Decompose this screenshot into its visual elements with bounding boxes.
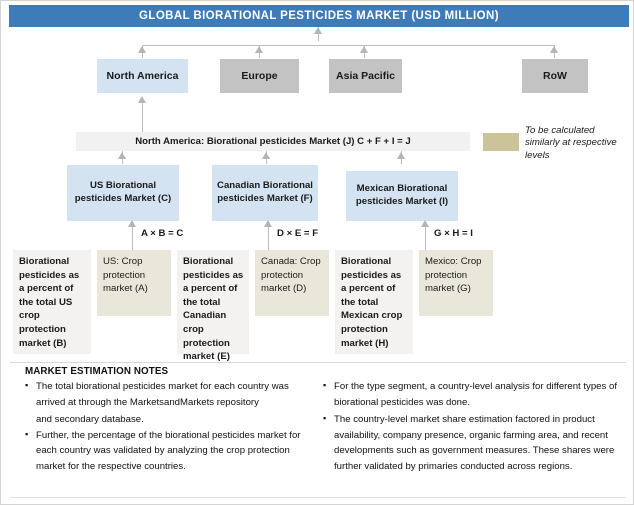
- connector-stem-leaf-us: [132, 223, 133, 250]
- country-box-canada[interactable]: Canadian Biorational pesticides Market (…: [212, 165, 318, 221]
- arrow-europe: [255, 46, 263, 53]
- north-america-aggregate-bar[interactable]: North America: Biorational pesticides Ma…: [76, 132, 470, 151]
- leaf-label-us-crop: US: Crop protection market (A): [103, 256, 148, 295]
- legend-swatch: [483, 133, 519, 151]
- leaf-label-mexico-crop: Mexico: Crop protection market (G): [425, 256, 482, 295]
- notes-title: MARKET ESTIMATION NOTES: [25, 366, 169, 377]
- north-america-aggregate-label: North America: Biorational pesticides Ma…: [135, 136, 411, 147]
- connector-na-to-aggregate: [142, 102, 143, 132]
- connector-header-stem: [318, 27, 319, 41]
- notes-column-left: The total biorational pesticides market …: [25, 378, 307, 476]
- formula-us: A × B = C: [141, 228, 184, 239]
- region-box-europe[interactable]: Europe: [220, 59, 299, 93]
- arrow-to-header: [314, 27, 322, 34]
- region-box-asia-pacific[interactable]: Asia Pacific: [329, 59, 402, 93]
- note-item: For the type segment, a country-level an…: [323, 378, 623, 410]
- country-label-canada: Canadian Biorational pesticides Market (…: [217, 180, 313, 204]
- arrow-canada-to-aggregate: [262, 152, 270, 159]
- leaf-label-canada-percent: Biorational pesticides as a percent of t…: [183, 256, 244, 363]
- arrow-leaf-mexico: [421, 220, 429, 227]
- diagram-title-bar: GLOBAL BIORATIONAL PESTICIDES MARKET (US…: [9, 5, 629, 27]
- country-box-mexico[interactable]: Mexican Biorational pesticides Market (I…: [346, 171, 458, 221]
- arrow-north-america: [138, 46, 146, 53]
- leaf-label-canada-crop: Canada: Crop protection market (D): [261, 256, 321, 295]
- formula-mexico: G × H = I: [434, 228, 473, 239]
- leaf-box-us-percent[interactable]: Biorational pesticides as a percent of t…: [13, 250, 91, 354]
- notes-divider: [10, 362, 626, 363]
- note-item: Further, the percentage of the bioration…: [25, 427, 307, 475]
- leaf-box-us-crop[interactable]: US: Crop protection market (A): [97, 250, 171, 316]
- arrow-leaf-us: [128, 220, 136, 227]
- connector-bus-top: [142, 45, 554, 46]
- arrow-row: [550, 46, 558, 53]
- notes-column-right: For the type segment, a country-level an…: [323, 378, 623, 476]
- leaf-box-mexico-percent[interactable]: Biorational pesticides as a percent of t…: [335, 250, 413, 354]
- connector-stem-leaf-mexico: [425, 223, 426, 250]
- arrow-asia-pacific: [360, 46, 368, 53]
- arrow-mexico-to-aggregate: [397, 152, 405, 159]
- connector-stem-leaf-canada: [268, 223, 269, 250]
- note-item: The country-level market share estimatio…: [323, 411, 623, 474]
- arrow-leaf-canada: [264, 220, 272, 227]
- region-label-europe: Europe: [241, 70, 278, 82]
- region-box-row[interactable]: RoW: [522, 59, 588, 93]
- region-label-row: RoW: [543, 70, 567, 82]
- note-item: The total biorational pesticides market …: [25, 378, 307, 410]
- legend-text: To be calculated similarly at respective…: [525, 125, 617, 161]
- note-continuation: and secondary database.: [36, 414, 144, 426]
- region-box-north-america[interactable]: North America: [97, 59, 188, 93]
- leaf-box-canada-percent[interactable]: Biorational pesticides as a percent of t…: [177, 250, 249, 362]
- country-box-us[interactable]: US Biorational pesticides Market (C): [67, 165, 179, 221]
- region-label-asia-pacific: Asia Pacific: [336, 70, 395, 82]
- arrow-us-to-aggregate: [118, 152, 126, 159]
- notes-bottom-rule: [10, 497, 626, 498]
- country-label-us: US Biorational pesticides Market (C): [74, 180, 172, 204]
- leaf-box-mexico-crop[interactable]: Mexico: Crop protection market (G): [419, 250, 493, 316]
- leaf-label-us-percent: Biorational pesticides as a percent of t…: [19, 256, 80, 349]
- leaf-label-mexico-percent: Biorational pesticides as a percent of t…: [341, 256, 403, 349]
- leaf-box-canada-crop[interactable]: Canada: Crop protection market (D): [255, 250, 329, 316]
- country-label-mexico: Mexican Biorational pesticides Market (I…: [355, 183, 449, 207]
- formula-canada: D × E = F: [277, 228, 319, 239]
- arrow-na-from-aggregate: [138, 96, 146, 103]
- region-label-north-america: North America: [106, 70, 179, 82]
